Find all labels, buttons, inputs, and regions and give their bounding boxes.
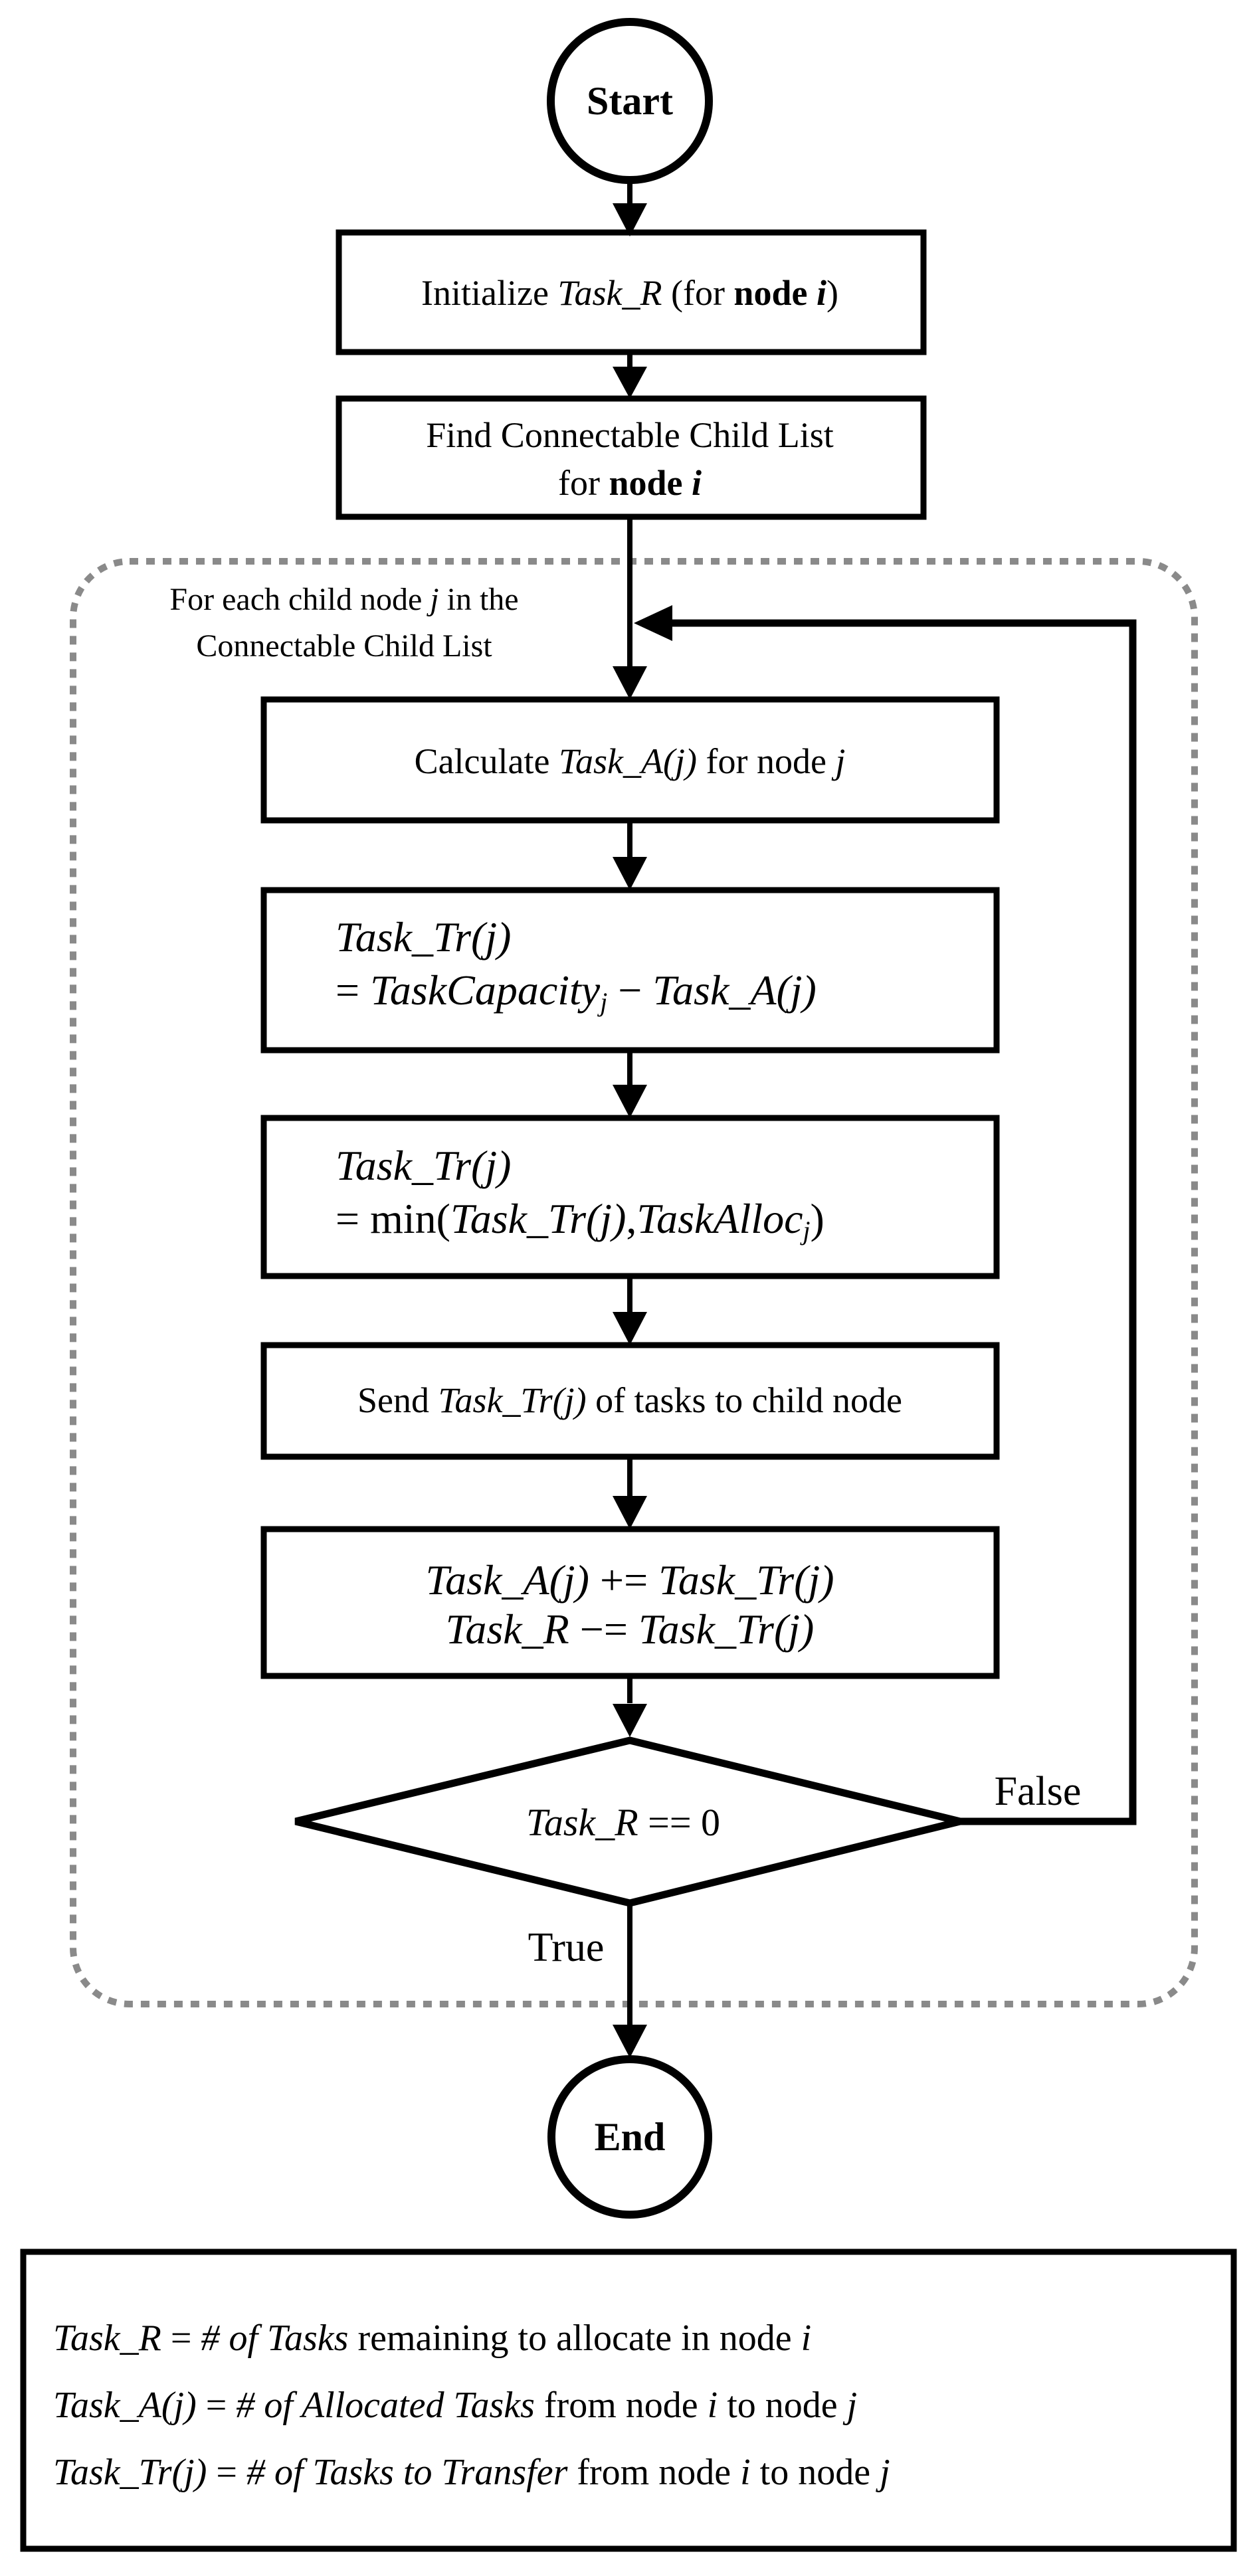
clamp-text: Task_Tr(j) = min(Task_Tr(j),TaskAllocj) <box>336 1139 824 1257</box>
start-label: Start <box>587 79 673 123</box>
find-text: Find Connectable Child List for node i <box>426 411 833 507</box>
arrowhead-into-transfer <box>613 857 647 890</box>
legend-line-1: Task_R = # of Tasks remaining to allocat… <box>53 2318 812 2359</box>
connector-and-node-strokes <box>20 18 1237 2552</box>
legend-line-2: Task_A(j) = # of Allocated Tasks from no… <box>53 2385 858 2426</box>
arrowheads <box>613 203 672 2058</box>
legend-line-3: Task_Tr(j) = # of Tasks to Transfer from… <box>53 2452 890 2493</box>
false-return-line <box>670 619 1137 1825</box>
arrowhead-into-clamp <box>613 1085 647 1118</box>
clamp-text-line1: Task_Tr(j) <box>336 1142 512 1190</box>
transfer-text-line2: = TaskCapacityj − Task_A(j) <box>336 966 817 1017</box>
arrowhead-into-initialize <box>613 203 647 236</box>
arrowhead-into-end <box>613 2025 647 2058</box>
true-label: True <box>528 1925 605 1970</box>
legend-box <box>20 2249 1237 2552</box>
end-terminal-ellipse <box>547 2055 712 2219</box>
find-text-line1: Find Connectable Child List <box>426 415 834 455</box>
calculate-text: Calculate Task_A(j) for node j <box>414 741 846 781</box>
false-label: False <box>994 1769 1082 1814</box>
arrowhead-into-update <box>613 1496 647 1529</box>
loop-container-border <box>70 558 1198 2007</box>
arrowhead-into-decision <box>613 1704 647 1737</box>
clamp-text-line2: = min(Task_Tr(j),TaskAllocj) <box>336 1195 824 1245</box>
send-text: Send Task_Tr(j) of tasks to child node <box>357 1380 903 1420</box>
update-text-line1: Task_A(j) += Task_Tr(j) <box>425 1556 834 1604</box>
update-text-line2: Task_R −= Task_Tr(j) <box>445 1606 815 1653</box>
transfer-text: Task_Tr(j) = TaskCapacityj − Task_A(j) <box>336 911 817 1029</box>
end-label: End <box>594 2115 666 2159</box>
loop-header-line1: For each child node j in the <box>169 582 519 617</box>
find-text-line2: for node i <box>557 463 702 503</box>
decision-text: Task_R == 0 <box>526 1801 721 1844</box>
loop-header-line2: Connectable Child List <box>196 628 492 664</box>
arrowhead-into-find <box>613 367 647 399</box>
loop-header: For each child node j in the Connectable… <box>169 577 518 670</box>
arrowhead-into-calculate <box>613 666 647 699</box>
arrowhead-loop-merge-left <box>634 605 672 641</box>
arrowhead-into-send <box>613 1312 647 1345</box>
update-text: Task_A(j) += Task_Tr(j) Task_R −= Task_T… <box>425 1556 834 1654</box>
transfer-text-line1: Task_Tr(j) <box>336 913 512 961</box>
initialize-text: Initialize Task_R (for node i) <box>421 273 838 313</box>
